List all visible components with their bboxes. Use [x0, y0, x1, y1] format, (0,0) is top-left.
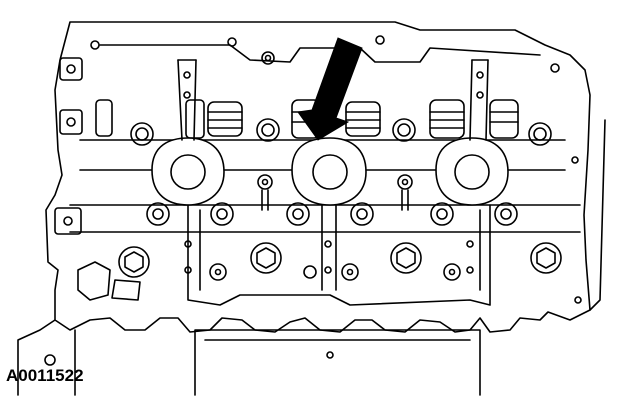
- bearing-cap-middle: [291, 137, 367, 206]
- bearing-cap-left: [151, 137, 225, 206]
- lower-bracket: [187, 204, 491, 306]
- middle-row-bolts: [146, 202, 518, 226]
- left-boss-mid: [59, 109, 83, 135]
- left-boss-lower: [54, 207, 82, 235]
- arrow-pointer-icon: [297, 37, 363, 141]
- lower-small-bolts: [209, 263, 461, 281]
- hex-bolts-lower: [118, 242, 562, 278]
- cylinder-head-casting: [45, 21, 591, 333]
- bearing-cap-right: [435, 137, 509, 206]
- figure-id-label: A0011522: [6, 366, 84, 385]
- bottom-cover: [194, 329, 481, 396]
- left-boss-upper: [59, 57, 83, 81]
- upper-bolts: [130, 118, 552, 146]
- casting-lower-edge: [17, 319, 56, 396]
